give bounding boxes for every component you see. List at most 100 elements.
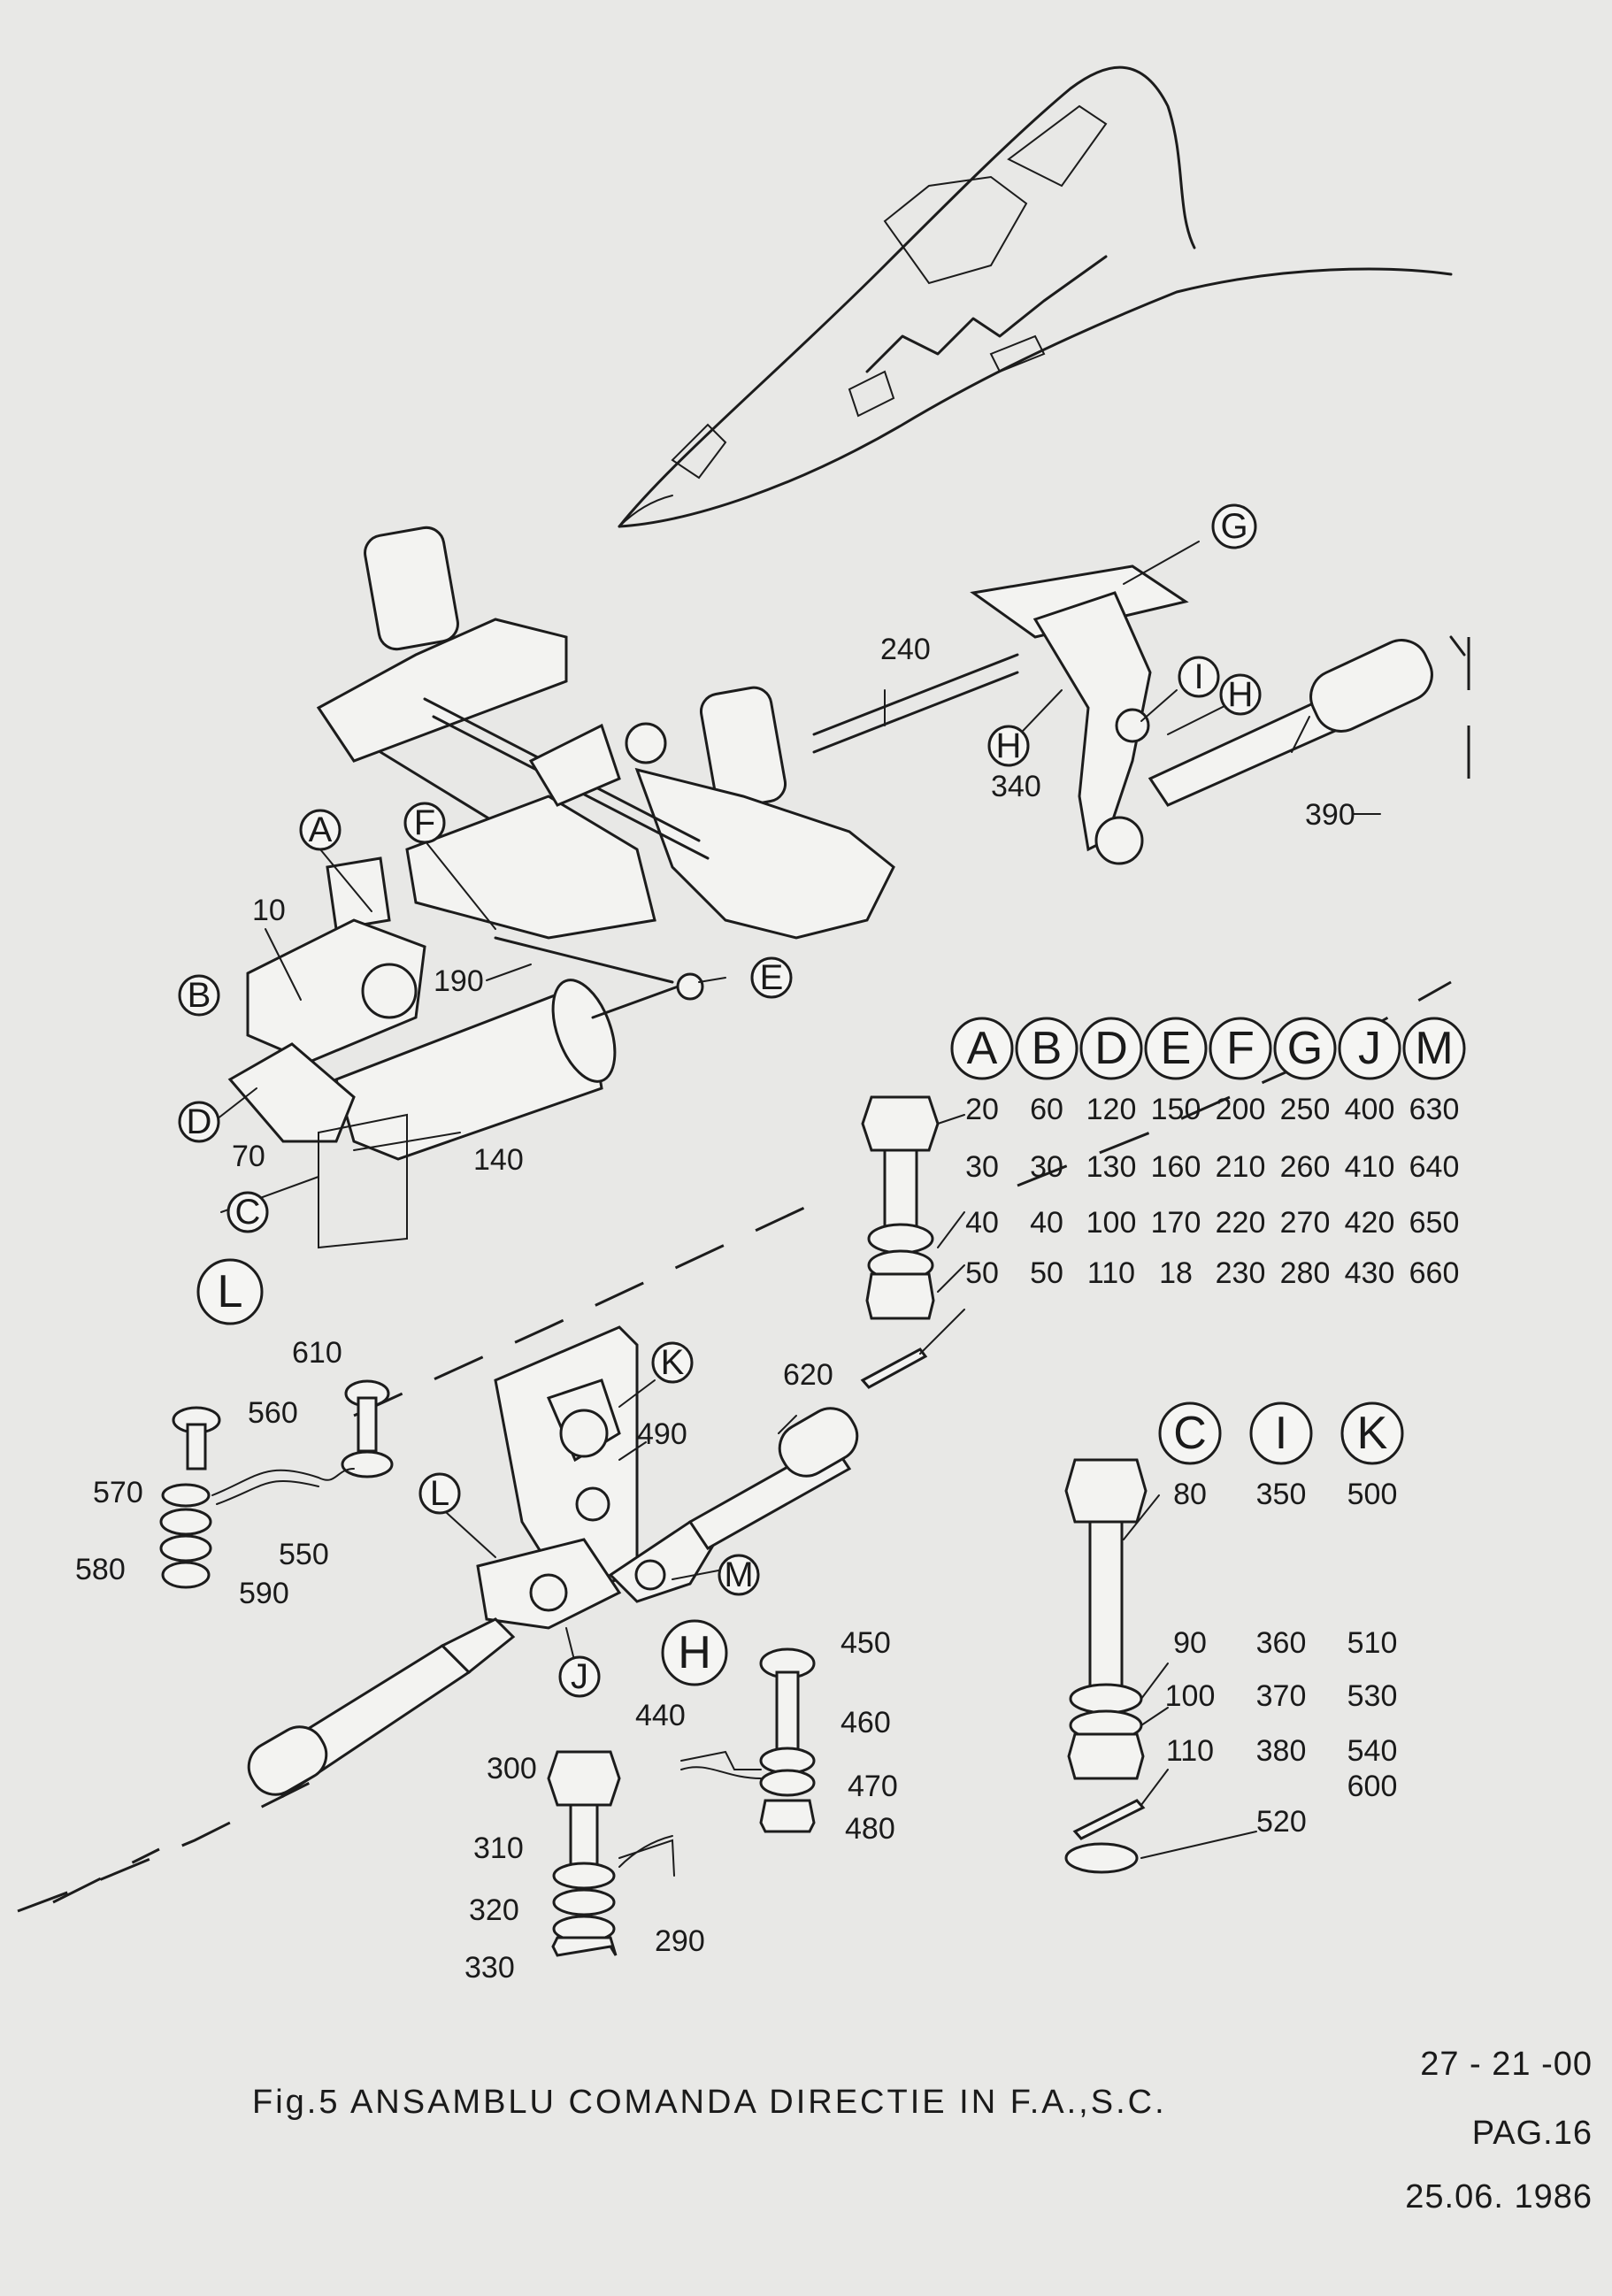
table-cell: 18	[1159, 1256, 1193, 1290]
servo-assembly	[227, 856, 704, 1249]
table-cell: 150	[1151, 1093, 1201, 1126]
page-number: PAG.16	[1471, 2115, 1593, 2152]
table-cell: 30	[965, 1150, 999, 1184]
part-number-330: 330	[464, 1951, 515, 1985]
part-number-310: 310	[473, 1831, 524, 1865]
table-cell: 350	[1256, 1478, 1307, 1511]
table-cell: 40	[965, 1206, 999, 1240]
revision-date: 25.06. 1986	[1405, 2178, 1593, 2215]
table-cell: 90	[1173, 1626, 1207, 1660]
part-number-480: 480	[845, 1812, 895, 1846]
table-cell: 540	[1347, 1734, 1398, 1768]
table-cell: 380	[1256, 1734, 1307, 1768]
table-cell: 400	[1345, 1093, 1395, 1126]
table-cell: 100	[1086, 1206, 1137, 1240]
callout-H-upper-1: H	[987, 725, 1030, 767]
part-number-580: 580	[75, 1553, 126, 1586]
table-header-G: G	[1273, 1017, 1337, 1080]
table-header-F: F	[1209, 1017, 1272, 1080]
table-header-label: I	[1275, 1408, 1287, 1459]
table-cell: 170	[1151, 1206, 1201, 1240]
table-header-J: J	[1338, 1017, 1401, 1080]
part-number-550: 550	[279, 1538, 329, 1571]
table-cell: 40	[1030, 1206, 1063, 1240]
table-cell: 210	[1216, 1150, 1266, 1184]
aircraft-nose-outline	[618, 65, 1453, 528]
table-cell: 30	[1030, 1150, 1063, 1184]
callout-J: J	[558, 1655, 601, 1698]
table-cell: 100	[1165, 1679, 1216, 1713]
table-cell: 640	[1409, 1150, 1460, 1184]
table-cell: 200	[1216, 1093, 1266, 1126]
callout-label: K	[661, 1343, 685, 1382]
callout-label: I	[1194, 657, 1203, 696]
table-header-C: C	[1158, 1401, 1222, 1465]
table-cell: 260	[1280, 1150, 1331, 1184]
callout-M: M	[718, 1554, 760, 1596]
part-number-450: 450	[841, 1626, 891, 1660]
table-header-label: A	[967, 1023, 998, 1074]
detail-l-hardware	[159, 1379, 394, 1589]
callout-K: K	[651, 1341, 694, 1384]
callout-label: E	[760, 958, 784, 997]
callout-label: H	[1228, 675, 1254, 714]
table-cell: 230	[1216, 1256, 1266, 1290]
callout-H-upper-2: H	[1219, 673, 1262, 716]
table-cell: 160	[1151, 1150, 1201, 1184]
table-header-label: E	[1161, 1023, 1192, 1074]
table-cell: 80	[1173, 1478, 1207, 1511]
table-cell: 50	[1030, 1256, 1063, 1290]
callout-F: F	[403, 802, 446, 844]
table-header-label: K	[1357, 1408, 1388, 1459]
table-cell: 110	[1166, 1734, 1214, 1768]
pedal-detail-assembly	[247, 1325, 859, 1799]
callout-G: G	[1211, 503, 1257, 549]
part-number-290: 290	[655, 1924, 705, 1958]
figure-caption: Fig.5 ANSAMBLU COMANDA DIRECTIE IN F.A.,…	[252, 2084, 1167, 2121]
callout-label: H	[678, 1627, 711, 1678]
part-number-70: 70	[232, 1140, 265, 1173]
table-cell: 130	[1086, 1150, 1137, 1184]
part-number-340: 340	[991, 770, 1041, 803]
part-number-390: 390	[1305, 798, 1355, 832]
part-number-560: 560	[248, 1396, 298, 1430]
table-header-label: G	[1287, 1023, 1323, 1074]
table-header-label: D	[1094, 1023, 1128, 1074]
document-code: 27 - 21 -00	[1420, 2046, 1593, 2083]
dashed-separator-4	[17, 1768, 337, 1913]
part-number-620: 620	[783, 1358, 833, 1392]
part-number-320: 320	[469, 1893, 519, 1927]
table-cell: 430	[1345, 1256, 1395, 1290]
table-header-D: D	[1079, 1017, 1143, 1080]
leader-lines	[216, 541, 1381, 1664]
part-number-570: 570	[93, 1476, 143, 1509]
callout-label: D	[187, 1102, 212, 1141]
callout-L-large: L	[196, 1258, 264, 1325]
part-number-610: 610	[292, 1336, 342, 1370]
part-number-300: 300	[487, 1752, 537, 1785]
part-number-440: 440	[635, 1699, 686, 1732]
dashed-separator-3	[52, 1847, 160, 1904]
part-number-490: 490	[637, 1417, 687, 1451]
table-cell: 360	[1256, 1626, 1307, 1660]
table-cell: 250	[1280, 1093, 1331, 1126]
table-cell: 50	[965, 1256, 999, 1290]
callout-E: E	[750, 956, 793, 999]
part-number-140: 140	[473, 1143, 524, 1177]
table-header-label: C	[1173, 1408, 1207, 1459]
part-number-190: 190	[434, 964, 484, 998]
table-header-label: M	[1415, 1023, 1453, 1074]
pedal-assembly	[316, 526, 1466, 940]
callout-label: B	[188, 976, 211, 1015]
table-cell: 650	[1409, 1206, 1460, 1240]
table-cell: 220	[1216, 1206, 1266, 1240]
table-cell: 110	[1087, 1256, 1135, 1290]
table-cell: 20	[965, 1093, 999, 1126]
callout-label: L	[218, 1266, 243, 1317]
callout-C: C	[226, 1191, 269, 1233]
callout-I: I	[1178, 656, 1220, 698]
table-cell: 630	[1409, 1093, 1460, 1126]
part-number-470: 470	[848, 1770, 898, 1803]
table-header-M: M	[1402, 1017, 1466, 1080]
callout-D: D	[178, 1101, 220, 1143]
